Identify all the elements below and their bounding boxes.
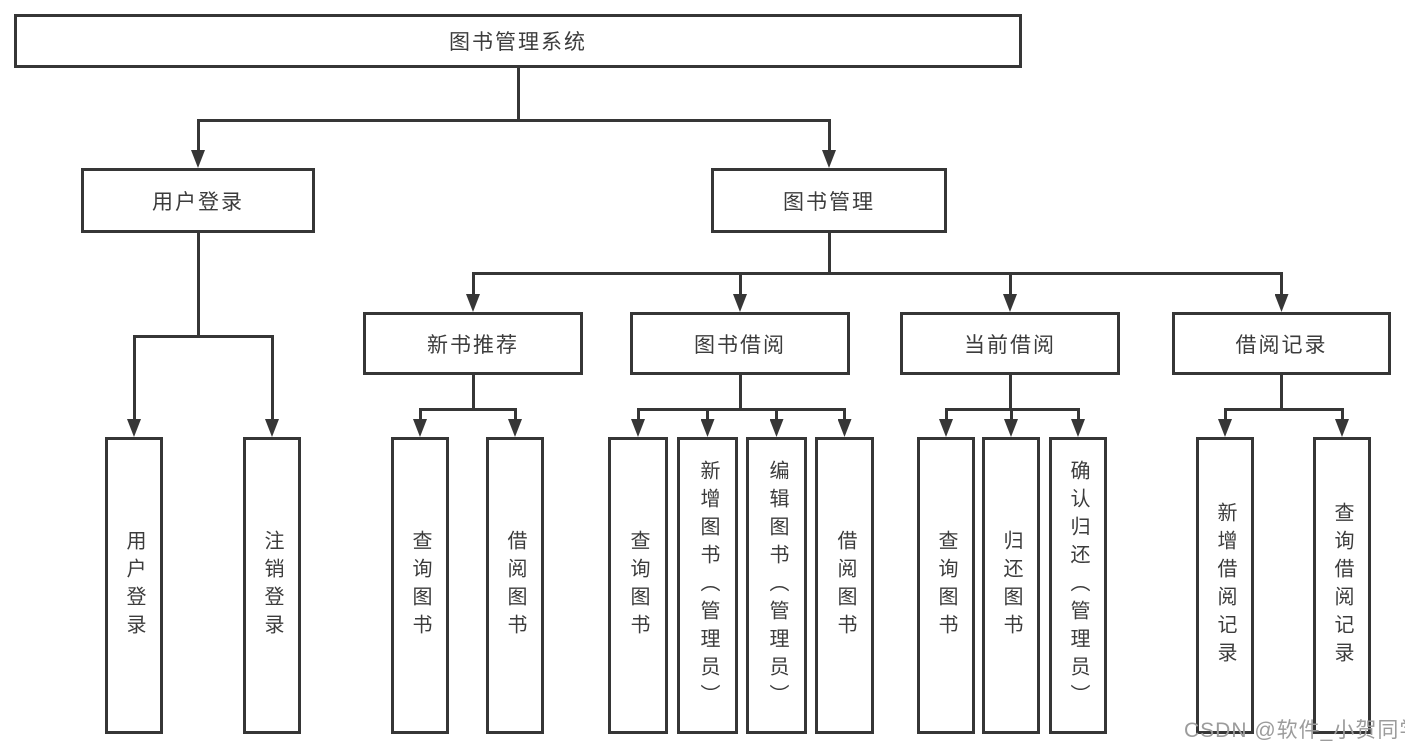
arrow-down-icon: [466, 294, 480, 312]
connector-rail: [132, 335, 274, 338]
node-leaf-user-login: 用户登录: [105, 437, 163, 734]
connector-drop: [636, 411, 640, 425]
arrow-down-icon: [631, 419, 645, 437]
connector-drop: [418, 411, 422, 425]
arrow-down-icon: [822, 150, 836, 168]
arrow-down-icon: [265, 419, 279, 437]
node-group-current-borrow: 当前借阅: [900, 312, 1120, 375]
connector-drop: [513, 411, 517, 425]
connector-rail: [196, 119, 831, 122]
node-leaf-query-book-b: 查询图书: [608, 437, 668, 734]
connector-stub: [1008, 375, 1012, 411]
node-group-book-borrow: 图书借阅: [630, 312, 850, 375]
arrow-down-icon: [413, 419, 427, 437]
connector-stub: [516, 68, 520, 122]
csdn-watermark: CSDN @软件_小贺同学: [1184, 719, 1405, 742]
connector-stub: [827, 233, 831, 275]
arrow-down-icon: [700, 419, 715, 437]
connector-drop: [270, 338, 274, 425]
connector-rail: [944, 408, 1080, 411]
node-group-new-book: 新书推荐: [363, 312, 583, 375]
connector-drop: [1009, 411, 1013, 425]
node-leaf-query-book-c: 查询图书: [917, 437, 975, 734]
connector-drop: [1076, 411, 1080, 425]
connector-drop: [132, 338, 136, 425]
connector-drop: [706, 411, 709, 425]
connector-stub: [471, 375, 475, 411]
node-leaf-return-book: 归还图书: [982, 437, 1040, 734]
connector-drop: [843, 411, 846, 425]
node-branch-user-login: 用户登录: [81, 168, 315, 233]
node-leaf-confirm-return-admin: 确认归还（管理员）: [1049, 437, 1107, 734]
node-leaf-add-borrow-record: 新增借阅记录: [1196, 437, 1254, 734]
node-leaf-edit-book-admin: 编辑图书（管理员）: [746, 437, 807, 734]
connector-stub: [1280, 375, 1283, 411]
connector-rail: [418, 408, 517, 411]
connector-rail: [1223, 408, 1344, 411]
node-leaf-borrow-book-b: 借阅图书: [815, 437, 874, 734]
arrow-down-icon: [1003, 294, 1017, 312]
node-branch-book-mgmt: 图书管理: [711, 168, 947, 233]
node-group-borrow-record: 借阅记录: [1172, 312, 1391, 375]
node-leaf-borrow-book-a: 借阅图书: [486, 437, 544, 734]
arrow-down-icon: [191, 150, 205, 168]
connector-drop: [944, 411, 948, 425]
connector-rail: [636, 408, 846, 411]
arrow-down-icon: [769, 419, 784, 437]
arrow-down-icon: [1335, 419, 1349, 437]
arrow-down-icon: [939, 419, 953, 437]
connector-drop: [196, 122, 200, 156]
connector-drop: [1223, 411, 1227, 425]
arrow-down-icon: [508, 419, 522, 437]
connector-drop: [827, 122, 831, 156]
node-leaf-add-book-admin: 新增图书（管理员）: [677, 437, 738, 734]
arrow-down-icon: [1218, 419, 1232, 437]
node-leaf-logout: 注销登录: [243, 437, 301, 734]
connector-stub: [738, 375, 742, 411]
connector-drop: [1280, 275, 1283, 300]
node-leaf-query-borrow-record: 查询借阅记录: [1313, 437, 1371, 734]
connector-drop: [738, 275, 742, 300]
connector-drop: [1340, 411, 1344, 425]
connector-drop: [775, 411, 778, 425]
arrow-down-icon: [733, 294, 747, 312]
arrow-down-icon: [1004, 419, 1018, 437]
arrow-down-icon: [1071, 419, 1085, 437]
connector-drop: [471, 275, 475, 300]
connector-stub: [196, 233, 200, 338]
connector-rail: [471, 272, 1283, 275]
node-leaf-query-book-a: 查询图书: [391, 437, 449, 734]
arrow-down-icon: [127, 419, 141, 437]
arrow-down-icon: [837, 419, 852, 437]
arrow-down-icon: [1274, 294, 1289, 312]
node-root: 图书管理系统: [14, 14, 1022, 68]
connector-drop: [1008, 275, 1012, 300]
